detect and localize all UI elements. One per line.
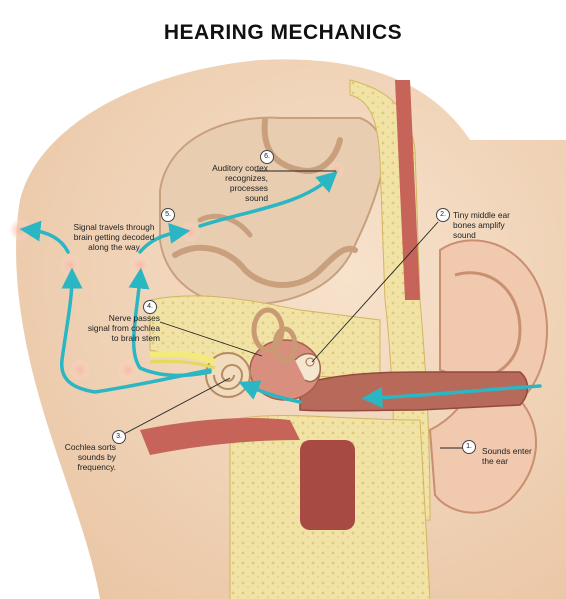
- step-6-label: Auditory cortex recognizes, processes so…: [212, 163, 268, 203]
- nerve-left-arrow: [60, 267, 212, 394]
- nerve-right-arrow: [128, 267, 212, 378]
- auditory-nerve: [149, 359, 216, 370]
- signal-node: [118, 360, 138, 380]
- leader-line-4: [159, 321, 263, 357]
- step-3-number: 3.: [112, 430, 126, 444]
- step-3-label: Cochlea sorts sounds by frequency.: [64, 442, 116, 472]
- step-2-number: 2.: [436, 208, 450, 222]
- blood-vessel-region: [300, 440, 355, 530]
- auditory-nerve: [149, 350, 216, 365]
- signal-node: [130, 255, 150, 275]
- step-1-label: Sounds enter the ear: [482, 446, 532, 466]
- step-5-number: 5.: [161, 208, 175, 222]
- step-4-number: 4.: [143, 300, 157, 314]
- step-6-number: 6.: [260, 150, 274, 164]
- brain-signal-arrow: [138, 222, 191, 254]
- cortex-signal-arrow: [198, 170, 338, 228]
- leader-line-3: [121, 377, 231, 436]
- step-5-label: Signal travels through brain getting dec…: [73, 222, 155, 252]
- sound-wave-arrow: [361, 384, 542, 409]
- step-4-label: Nerve passes signal from cochlea to brai…: [87, 313, 160, 343]
- sound-to-cochlea-arrow: [238, 380, 302, 404]
- signal-node: [180, 222, 200, 242]
- signal-arrows: [19, 170, 542, 409]
- ossicle-malleus: [305, 357, 315, 367]
- semicircular-canal: [272, 326, 298, 364]
- signal-node: [328, 162, 344, 178]
- diagram-title: HEARING MECHANICS: [163, 21, 403, 44]
- brain-fold: [261, 117, 343, 174]
- signal-node: [70, 360, 90, 380]
- brain-signal-arrow: [19, 220, 70, 254]
- ear-helix: [454, 271, 522, 380]
- signal-node: [10, 220, 30, 240]
- muscle-tissue: [140, 418, 300, 455]
- leader-line-2: [311, 221, 439, 363]
- step-1-number: 1.: [462, 440, 476, 454]
- leader-lines: [121, 170, 468, 449]
- ear-canal: [299, 371, 529, 412]
- step-2-label: Tiny middle ear bones amplify sound: [453, 210, 510, 240]
- scalp-tissue: [395, 80, 420, 300]
- signal-node: [60, 255, 80, 275]
- brain-fold: [172, 244, 358, 288]
